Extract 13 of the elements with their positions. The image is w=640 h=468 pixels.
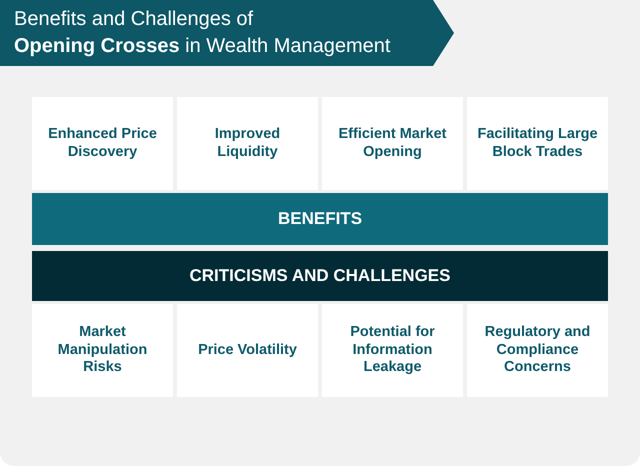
- card-text: Potential for Information Leakage: [349, 324, 436, 377]
- section-band: [32, 193, 608, 245]
- band-heading: CRITICISMS AND CHALLENGES: [190, 266, 450, 286]
- card-text: Regulatory and Compliance Concerns: [484, 324, 592, 377]
- card-text: Facilitating Large Block Trades: [476, 126, 599, 161]
- card-text: Price Volatility: [198, 342, 297, 360]
- card-text: Enhanced Price Discovery: [47, 126, 158, 161]
- card-text: Efficient Market Opening: [338, 126, 448, 161]
- card-text: Improved Liquidity: [214, 126, 282, 161]
- title-text: Benefits and Challenges of Opening Crosses in Wealth Management: [14, 7, 390, 59]
- band-heading: BENEFITS: [278, 209, 362, 229]
- section-band: [32, 251, 608, 301]
- card-text: Market Manipulation Risks: [56, 324, 148, 377]
